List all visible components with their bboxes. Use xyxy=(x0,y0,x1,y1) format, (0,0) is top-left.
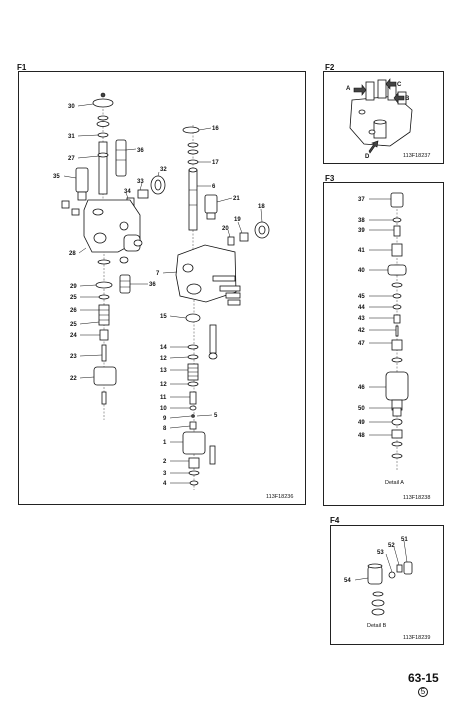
f3-callout: 48 xyxy=(358,433,365,439)
figure-code-f1: 113F18236 xyxy=(266,494,294,500)
f1-callout: 36 xyxy=(137,148,144,154)
figure-code-f4: 113F18239 xyxy=(403,635,431,641)
f4-callout: 54 xyxy=(344,578,351,584)
f2-port-label: D xyxy=(365,154,370,160)
f3-callout: 38 xyxy=(358,218,365,224)
f3-callout: 47 xyxy=(358,341,365,347)
f1-callout: 24 xyxy=(70,333,77,339)
f1-callout: 25 xyxy=(70,322,77,328)
f1-callout: 35 xyxy=(53,174,60,180)
f1-callout: 14 xyxy=(160,345,167,351)
f1-callout: 11 xyxy=(160,395,167,401)
f1-callout: 20 xyxy=(222,226,229,232)
f1-callout: 3 xyxy=(163,471,167,477)
f1-callout: 36 xyxy=(149,282,156,288)
f1-callout: 1 xyxy=(163,440,167,446)
f1-callout: 2 xyxy=(163,459,167,465)
panel-label-f2: F2 xyxy=(325,63,335,72)
f3-callout: 46 xyxy=(358,385,365,391)
f2-port-label: B xyxy=(405,96,410,102)
f1-callout: 6 xyxy=(212,184,216,190)
f1-callout: 31 xyxy=(68,134,75,140)
f1-callout: 30 xyxy=(68,104,75,110)
detail-caption-a: Detail A xyxy=(385,480,404,486)
revision-mark: 5 xyxy=(418,687,428,697)
figure-code-f2: 113F18237 xyxy=(403,153,431,159)
f1-callout: 10 xyxy=(160,406,167,412)
f3-callout: 43 xyxy=(358,316,365,322)
f3-callout: 37 xyxy=(358,197,365,203)
f1-callout: 33 xyxy=(137,179,144,185)
f3-callout: 45 xyxy=(358,294,365,300)
f1-callout: 34 xyxy=(124,189,131,195)
f1-callout: 29 xyxy=(70,284,77,290)
figure-frame-f4 xyxy=(330,525,444,645)
f3-callout: 42 xyxy=(358,328,365,334)
figure-frame-f1 xyxy=(18,71,306,505)
figure-code-f3: 113F18238 xyxy=(403,495,431,501)
f4-callout: 53 xyxy=(377,550,384,556)
panel-label-f1: F1 xyxy=(17,63,27,72)
f1-callout: 12 xyxy=(160,356,167,362)
f1-callout: 25 xyxy=(70,295,77,301)
f1-callout: 32 xyxy=(160,167,167,173)
f3-callout: 39 xyxy=(358,228,365,234)
f1-callout: 5 xyxy=(214,413,218,419)
f3-callout: 40 xyxy=(358,268,365,274)
f1-callout: 8 xyxy=(163,426,167,432)
f1-callout: 4 xyxy=(163,481,167,487)
f1-callout: 27 xyxy=(68,156,75,162)
f1-callout: 23 xyxy=(70,354,77,360)
f1-callout: 21 xyxy=(233,196,240,202)
f1-callout: 13 xyxy=(160,368,167,374)
figure-frame-f3 xyxy=(323,182,444,506)
f4-callout: 51 xyxy=(401,537,408,543)
f3-callout: 44 xyxy=(358,305,365,311)
f4-drawing: 51 52 53 54 xyxy=(344,537,413,616)
f3-drawing: 37 38 39 41 40 45 44 43 42 47 46 50 49 4… xyxy=(358,192,409,470)
f1-callout: 22 xyxy=(70,376,77,382)
f1-callout: 9 xyxy=(163,416,167,422)
detail-caption-b: Detail B xyxy=(367,623,387,629)
f1-callout: 26 xyxy=(70,308,77,314)
f1-callout: 16 xyxy=(212,126,219,132)
f1-callout: 15 xyxy=(160,314,167,320)
f1-drawing: 30 31 27 35 36 32 33 34 16 17 6 21 18 19… xyxy=(53,92,270,490)
f1-callout: 7 xyxy=(156,271,160,277)
f1-callout: 17 xyxy=(212,160,219,166)
f3-callout: 49 xyxy=(358,420,365,426)
f3-callout: 50 xyxy=(358,406,365,412)
f4-callout: 52 xyxy=(388,543,395,549)
f1-callout: 18 xyxy=(258,204,265,210)
f3-callout: 41 xyxy=(358,248,365,254)
f2-drawing: A C B D xyxy=(346,78,413,160)
f1-callout: 12 xyxy=(160,382,167,388)
panel-label-f4: F4 xyxy=(330,516,340,525)
panel-label-f3: F3 xyxy=(325,174,335,183)
f1-callout: 19 xyxy=(234,217,241,223)
f2-port-label: C xyxy=(397,82,402,88)
f2-port-label: A xyxy=(346,86,351,92)
f1-callout: 28 xyxy=(69,251,76,257)
page-number: 63-15 xyxy=(408,671,439,685)
